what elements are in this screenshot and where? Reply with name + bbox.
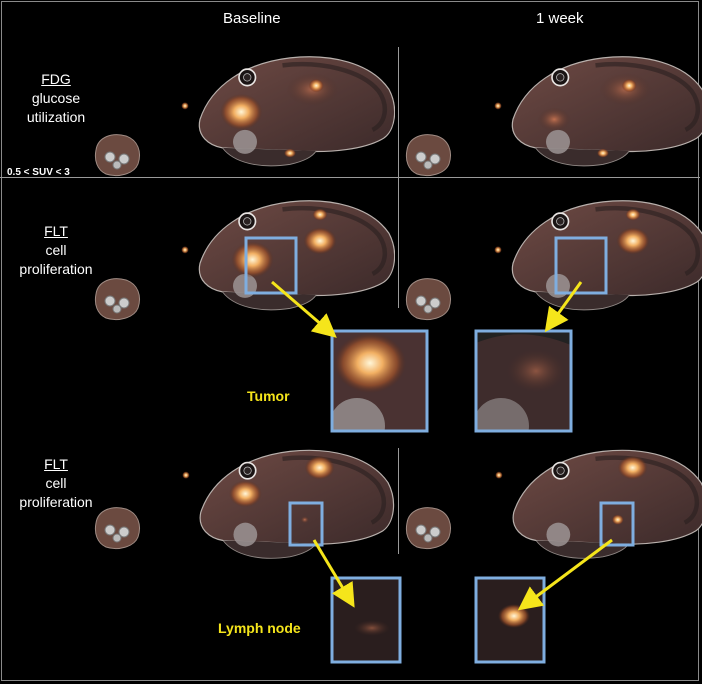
roi-box bbox=[599, 501, 635, 547]
zoom-box bbox=[474, 576, 546, 664]
scan-flt-baseline bbox=[181, 184, 395, 324]
roi-box bbox=[288, 501, 324, 547]
row-description: utilization bbox=[26, 109, 86, 125]
arrow bbox=[517, 538, 613, 611]
callout-tumor: Tumor bbox=[247, 388, 290, 404]
row-description: proliferation bbox=[19, 261, 93, 277]
arrow bbox=[544, 281, 583, 333]
row-description: cell bbox=[45, 242, 67, 258]
row-description: proliferation bbox=[19, 494, 93, 510]
tracer-name: FDG bbox=[41, 71, 71, 87]
row-label-fdg: FDG glucose utilization bbox=[4, 70, 108, 127]
row-description: cell bbox=[45, 475, 67, 491]
scan-flt-lymph-1-week bbox=[495, 438, 702, 568]
column-header-1-week: 1 week bbox=[536, 10, 584, 27]
callout-lymph-node: Lymph node bbox=[218, 620, 301, 636]
tracer-name: FLT bbox=[44, 223, 68, 239]
zoom-box bbox=[330, 576, 402, 664]
zoom-inset-tumor-baseline bbox=[332, 331, 427, 431]
scan-flt-lymph-baseline bbox=[182, 438, 395, 568]
roi-box bbox=[244, 236, 298, 295]
arrow bbox=[312, 539, 355, 608]
row-label-flt-tumor: FLT cell proliferation bbox=[4, 222, 108, 279]
panel-divider bbox=[0, 177, 700, 178]
panel-divider bbox=[398, 448, 399, 554]
roi-box bbox=[554, 236, 608, 295]
suv-scale-label: 0.5 < SUV < 3 bbox=[7, 167, 70, 178]
panel-divider bbox=[398, 178, 399, 308]
scan-fdg-1-week bbox=[494, 40, 702, 180]
scan-flt-1-week bbox=[494, 184, 702, 324]
row-description: glucose bbox=[31, 90, 81, 106]
scan-fdg-baseline bbox=[181, 40, 395, 180]
panel-divider bbox=[398, 47, 399, 177]
zoom-box bbox=[330, 329, 429, 433]
arrow bbox=[271, 280, 337, 338]
tracer-name: FLT bbox=[44, 456, 68, 472]
column-header-baseline: Baseline bbox=[223, 10, 281, 27]
zoom-inset-tumor-1-week bbox=[476, 331, 571, 431]
row-label-flt-lymph: FLT cell proliferation bbox=[4, 455, 108, 512]
zoom-box bbox=[474, 329, 573, 433]
